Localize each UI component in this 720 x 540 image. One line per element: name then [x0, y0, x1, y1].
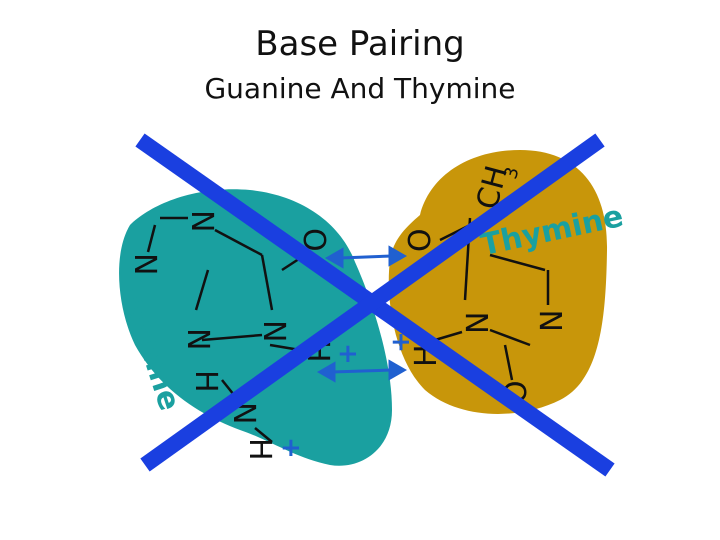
thymine-atom-n-middle: N	[461, 312, 496, 334]
thymine-atom-n-right: N	[535, 310, 570, 332]
thymine-charge-o: -	[398, 216, 405, 237]
guanine-atom-n-top: N	[184, 210, 219, 232]
bond-arrow-o-o-left-head	[324, 247, 344, 269]
thymine-ring-bonds	[434, 217, 550, 381]
guanine-charge-h-ring: +	[337, 339, 359, 369]
bond-arrow-h-h-right-head	[388, 359, 408, 381]
cross-out-mark	[135, 133, 615, 477]
page-title: Base Pairing	[255, 24, 465, 64]
bond-arrow-h-h	[331, 368, 393, 374]
bond-arrow-o-o-right-head	[388, 245, 408, 267]
cross-line-up	[140, 133, 605, 472]
guanine-molecule-shape	[119, 189, 392, 466]
guanine-atom-h-amine-left: H	[188, 370, 223, 393]
guanine-atom-n-ring-right: N	[256, 320, 291, 342]
hydrogen-bond-arrows	[316, 245, 408, 383]
guanine-atom-n-left: N	[127, 253, 162, 275]
thymine-atom-o-top: O	[403, 228, 438, 252]
thymine-atom-ch3-subscript: 3	[500, 165, 523, 181]
guanine-atom-n-ring-left: N	[180, 328, 215, 350]
guanine-atom-h-amine-bottom: H	[242, 438, 277, 461]
page-subtitle: Guanine And Thymine	[204, 72, 516, 105]
bond-arrow-o-o	[339, 254, 393, 260]
bond-arrow-h-h-left-head	[316, 361, 336, 383]
guanine-atom-o: O	[296, 228, 331, 252]
guanine-charge-h-amine: +	[280, 433, 302, 463]
